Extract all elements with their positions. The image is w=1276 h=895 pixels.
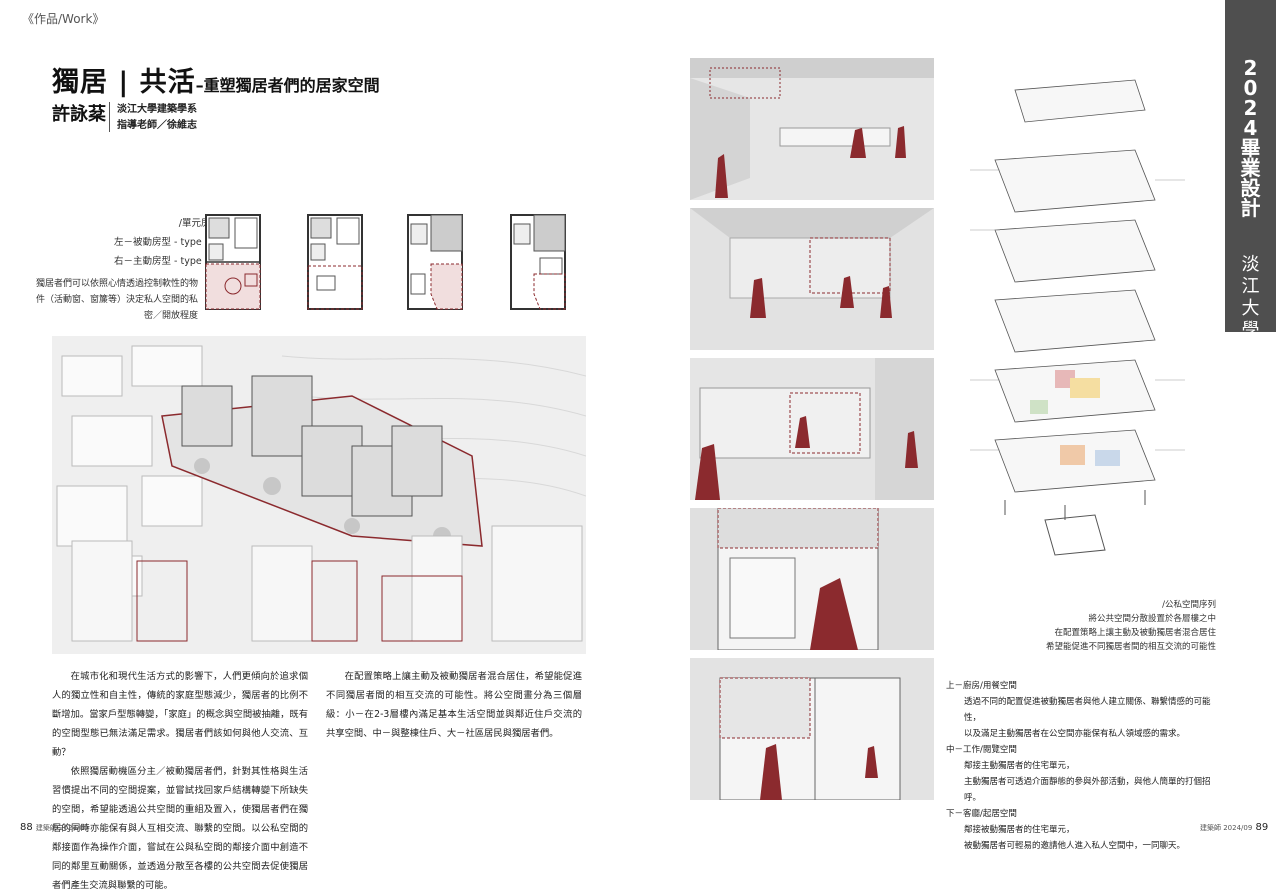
body-paragraph-3: 在配置策略上讓主動及被動獨居者混合居住，希望能促進不同獨居者間的相互交流的可能性… (326, 671, 582, 739)
page-number-left: 88 建築師 2024/09 (20, 822, 88, 833)
legend-upper-title: 上－廚房/用餐空間 (946, 681, 1017, 691)
floor-plan-4 (510, 214, 566, 310)
magazine-name-right: 建築師 2024/09 (1200, 824, 1253, 832)
body-column-1: 在城市化和現代生活方式的影響下，人們更傾向於追求個人的獨立性和自主性，傳統的家庭… (52, 667, 308, 895)
body-column-2: 在配置策略上讓主動及被動獨居者混合居住，希望能促進不同獨居者間的相互交流的可能性… (326, 667, 582, 743)
floor-plan-3 (407, 214, 463, 310)
axo-caption-line3: 希望能促進不同獨居者間的相互交流的可能性 (1045, 642, 1216, 652)
space-legend: 上－廚房/用餐空間 透過不同的配置促進被動獨居者與他人建立關係、聯繫情感的可能性… (946, 678, 1226, 854)
sidebar-year-label: 2024畢業設計 (1225, 58, 1276, 218)
legend-lower-title: 下－客廳/起居空間 (946, 809, 1017, 819)
body-paragraph-2: 依照獨居動機區分主／被動獨居者們，針對其性格與生活習慣提出不同的空間提案，並嘗試… (52, 766, 308, 891)
sidebar-year: 2024畢業設計 (1240, 56, 1261, 220)
legend-middle-2: 主動獨居者可透過介面靜態的參與外部活動，與他人簡單的打個招呼。 (964, 777, 1211, 803)
unit-type-note: 獨居者們可以依照心情透過控制軟性的物件（活動窗、窗簾等）決定私人空間的私密／開放… (35, 279, 198, 321)
author-affiliation: 淡江大學建築學系 指導老師／徐維志 (117, 102, 197, 134)
magazine-name-left: 建築師 2024/09 (35, 824, 89, 832)
axo-caption-heading: /公私空間序列 (1162, 600, 1216, 610)
axo-caption-line2: 在配置策略上讓主動及被動獨居者混合居住 (1054, 628, 1216, 638)
legend-upper-1: 透過不同的配置促進被動獨居者與他人建立關係、聯繫情感的可能性， (964, 697, 1211, 723)
floor-plan-2 (307, 214, 363, 310)
interior-render-study (690, 208, 934, 350)
section-kicker: 《作品/Work》 (22, 12, 105, 26)
author-divider (109, 102, 110, 132)
interface-render-door (690, 658, 934, 800)
site-axonometric-image (52, 336, 586, 654)
interface-render-window (690, 508, 934, 650)
unit-type-right: 右－主動房型 - type 1/2 (114, 256, 220, 267)
unit-type-left: 左－被動房型 - type 1/2 (114, 237, 220, 248)
sidebar-school: 淡江大學 (1241, 254, 1260, 341)
legend-lower-2: 被動獨居者可輕易的邀請他人進入私人空間中，一同聊天。 (964, 841, 1186, 851)
legend-middle-1: 鄰接主動獨居者的住宅單元， (964, 761, 1075, 771)
axo-caption: /公私空間序列 將公共空間分散設置於各層樓之中 在配置策略上讓主動及被動獨居者混… (1030, 598, 1216, 654)
page-num-89: 89 (1255, 822, 1269, 833)
page-number-right: 建築師 2024/09 89 (1200, 822, 1268, 833)
sidebar-band (1225, 0, 1276, 332)
legend-lower-1: 鄰接被動獨居者的住宅單元， (964, 825, 1075, 835)
exploded-axonometric-diagram (970, 79, 1185, 556)
advisor: 指導老師／徐維志 (117, 120, 197, 131)
interior-render-kitchen (690, 58, 934, 200)
page-title: 獨居 | 共活–重塑獨居者們的居家空間 (52, 60, 380, 99)
legend-middle-title: 中－工作/閱覽空間 (946, 745, 1017, 755)
interior-render-lounge (690, 358, 934, 500)
legend-upper-2: 以及滿足主動獨居者在公空間亦能保有私人領域感的需求。 (964, 729, 1186, 739)
department: 淡江大學建築學系 (117, 104, 197, 115)
page-num-88: 88 (20, 822, 33, 833)
title-main: 獨居 | 共活 (52, 67, 196, 98)
sidebar-school-label: 淡江大學 (1225, 254, 1276, 342)
axo-caption-line1: 將公共空間分散設置於各層樓之中 (1088, 614, 1216, 624)
author-name: 許詠棻 (52, 104, 106, 125)
unit-type-labels: /單元房型 左－被動房型 - type 1/2 右－主動房型 - type 1/… (30, 214, 220, 271)
title-sub: –重塑獨居者們的居家空間 (195, 76, 380, 95)
unit-type-heading: /單元房型 (178, 218, 220, 229)
body-paragraph-1: 在城市化和現代生活方式的影響下，人們更傾向於追求個人的獨立性和自主性，傳統的家庭… (52, 671, 308, 758)
floor-plan-1 (205, 214, 261, 310)
